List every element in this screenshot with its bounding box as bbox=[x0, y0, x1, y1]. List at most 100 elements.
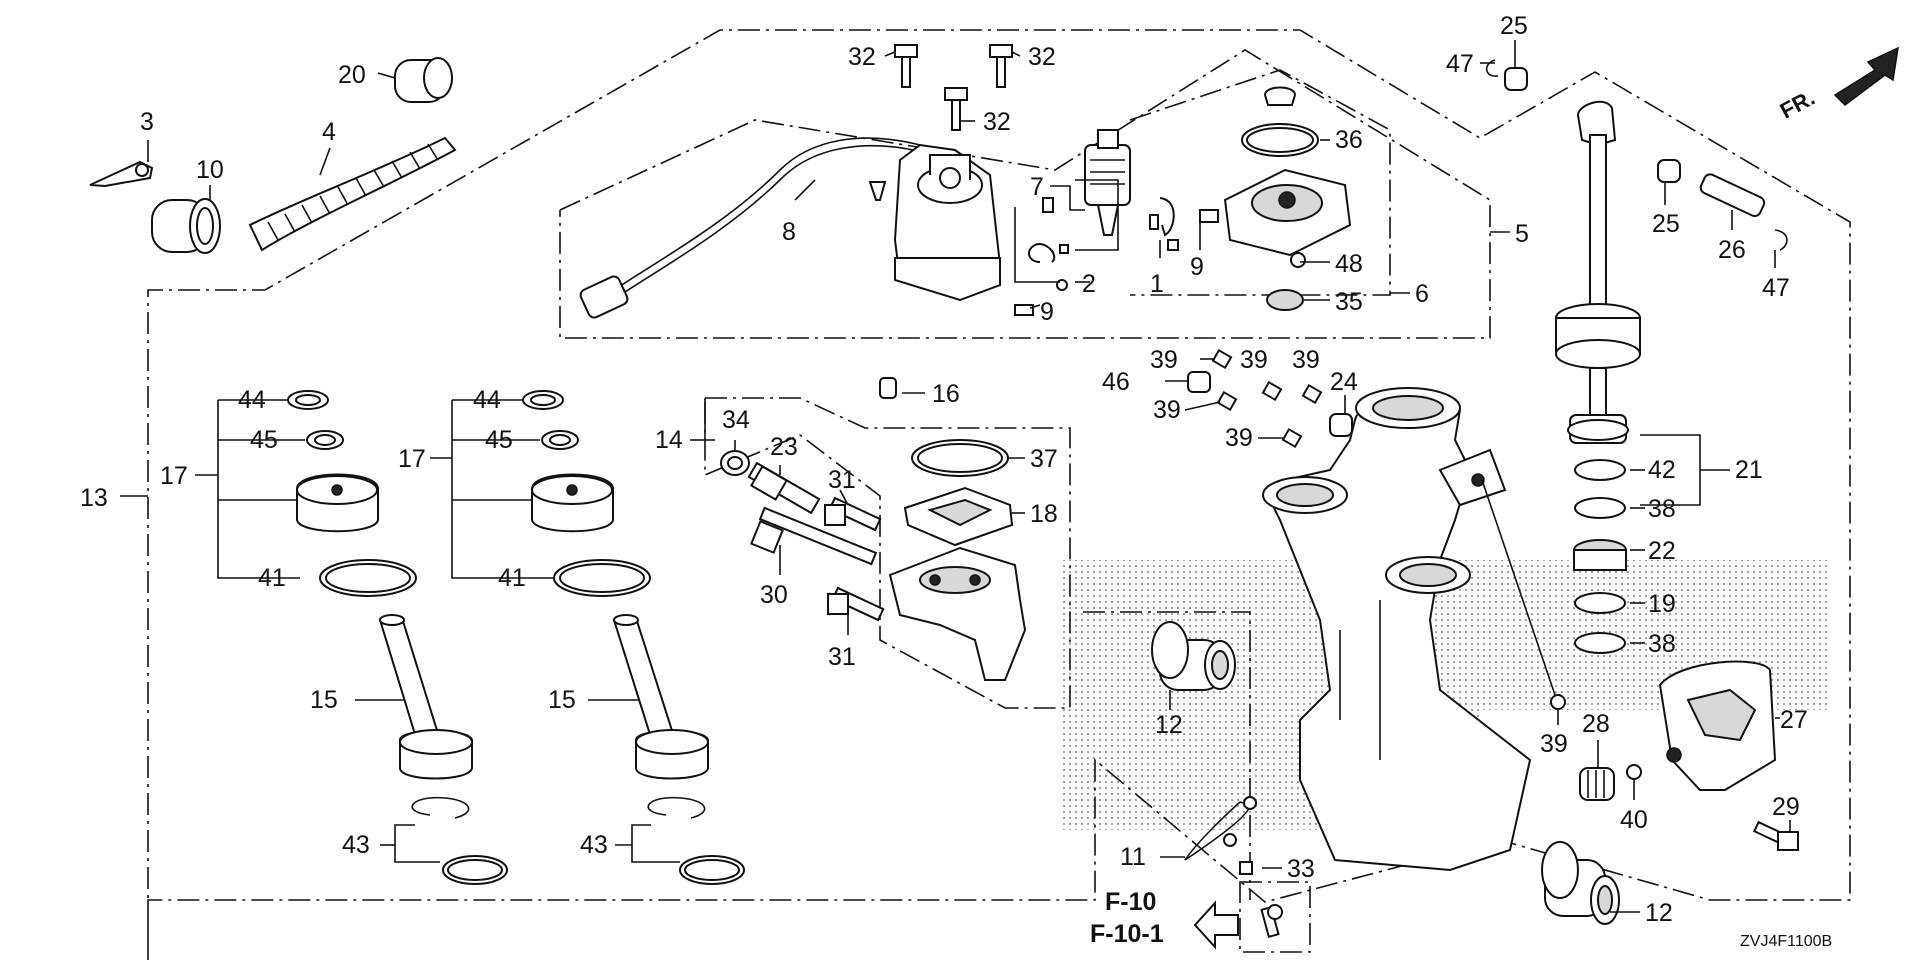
callout-2: 2 bbox=[1082, 270, 1096, 298]
callout-20: 20 bbox=[338, 61, 366, 89]
callout-8: 8 bbox=[782, 218, 796, 246]
direction-label: FR. bbox=[1776, 85, 1819, 124]
reference-f10: F-10 bbox=[1105, 888, 1156, 916]
callout-7: 7 bbox=[1030, 173, 1044, 201]
callout-31a: 31 bbox=[828, 466, 856, 494]
leader-lines bbox=[120, 40, 1791, 913]
callout-22: 22 bbox=[1648, 537, 1676, 565]
screw-near-8 bbox=[868, 181, 887, 201]
callout-6: 6 bbox=[1415, 280, 1429, 308]
assembly-f10-outline bbox=[1083, 611, 1251, 900]
manifold-part-6 bbox=[1223, 86, 1352, 311]
pump-parts-37-18 bbox=[888, 439, 1027, 681]
callout-18: 18 bbox=[1030, 500, 1058, 528]
callout-45a: 45 bbox=[250, 426, 278, 454]
callout-39b: 39 bbox=[1240, 346, 1268, 374]
callout-17b: 17 bbox=[398, 445, 426, 473]
clip-bushing-47-25 bbox=[1485, 59, 1788, 251]
callout-4: 4 bbox=[322, 118, 336, 146]
callout-46: 46 bbox=[1102, 368, 1130, 396]
bolts-part-31 bbox=[824, 496, 885, 622]
front-direction-arrow bbox=[1833, 46, 1899, 106]
callout-24: 24 bbox=[1330, 368, 1358, 396]
valve-part-23 bbox=[747, 461, 821, 515]
callout-15b: 15 bbox=[548, 686, 576, 714]
callout-39c: 39 bbox=[1292, 346, 1320, 374]
assembly-13-outline bbox=[147, 29, 1851, 960]
callout-32a: 32 bbox=[848, 43, 876, 71]
accumulator-right bbox=[522, 390, 745, 885]
callout-21: 21 bbox=[1735, 456, 1763, 484]
callout-11: 11 bbox=[1120, 843, 1146, 871]
callout-9a: 9 bbox=[1190, 253, 1204, 281]
callout-36: 36 bbox=[1335, 126, 1363, 154]
clip-part-16 bbox=[879, 377, 897, 399]
callout-14: 14 bbox=[655, 426, 683, 454]
callout-30: 30 bbox=[760, 581, 788, 609]
bolt-part-30 bbox=[750, 506, 878, 566]
cylinder-body bbox=[1262, 387, 1532, 872]
callout-41a: 41 bbox=[258, 564, 286, 592]
callout-48: 48 bbox=[1335, 250, 1363, 278]
callout-41b: 41 bbox=[498, 564, 526, 592]
callout-45b: 45 bbox=[485, 426, 513, 454]
clip-part-3 bbox=[89, 160, 154, 188]
callout-9b: 9 bbox=[1040, 298, 1054, 326]
callout-10: 10 bbox=[196, 156, 224, 184]
assembly-6-outline bbox=[1129, 69, 1391, 296]
callout-47b: 47 bbox=[1762, 274, 1790, 302]
callout-13: 13 bbox=[80, 484, 108, 512]
nuts-39-46-24 bbox=[1187, 348, 1566, 710]
callout-39a: 39 bbox=[1150, 346, 1178, 374]
callout-43b: 43 bbox=[580, 831, 608, 859]
assembly-5-outline bbox=[559, 49, 1491, 339]
washer-part-40 bbox=[1626, 764, 1642, 780]
reference-arrow-icon bbox=[1193, 900, 1239, 950]
callout-3: 3 bbox=[140, 108, 154, 136]
plug-part-12-lower bbox=[1541, 841, 1620, 925]
bolt-part-29 bbox=[1752, 820, 1799, 851]
cap-part-28 bbox=[1579, 767, 1615, 801]
callout-1: 1 bbox=[1150, 270, 1164, 298]
bolts-part-32 bbox=[894, 44, 1013, 131]
callout-26: 26 bbox=[1718, 236, 1746, 264]
callout-38a: 38 bbox=[1648, 495, 1676, 523]
callout-16: 16 bbox=[932, 380, 960, 408]
grommet-part-10 bbox=[151, 198, 221, 254]
callout-39d: 39 bbox=[1153, 396, 1181, 424]
callout-34: 34 bbox=[722, 406, 750, 434]
callout-32b: 32 bbox=[1028, 43, 1056, 71]
callout-12b: 12 bbox=[1645, 899, 1673, 927]
valve-part-7 bbox=[1084, 129, 1131, 236]
diagram-code: ZVJ4F1100B bbox=[1740, 933, 1832, 950]
callout-17a: 17 bbox=[160, 462, 188, 490]
strap-part-11 bbox=[1184, 796, 1257, 861]
callout-37: 37 bbox=[1030, 445, 1058, 473]
callout-31b: 31 bbox=[828, 643, 856, 671]
callout-25a: 25 bbox=[1500, 12, 1528, 40]
callout-43a: 43 bbox=[342, 831, 370, 859]
callout-44a: 44 bbox=[238, 386, 266, 414]
callout-29: 29 bbox=[1772, 793, 1800, 821]
plug-part-12-upper bbox=[1151, 621, 1236, 691]
sensor-part-8 bbox=[579, 137, 1002, 319]
callout-25b: 25 bbox=[1652, 210, 1680, 238]
callout-40: 40 bbox=[1620, 806, 1648, 834]
callout-32c: 32 bbox=[983, 108, 1011, 136]
callout-44b: 44 bbox=[473, 386, 501, 414]
bolts-part-33 bbox=[1239, 861, 1283, 939]
corrugated-tube-part-4 bbox=[248, 136, 457, 252]
callout-39f: 39 bbox=[1540, 730, 1568, 758]
cover-part-27 bbox=[1658, 660, 1777, 791]
callout-35: 35 bbox=[1335, 288, 1363, 316]
accumulator-left bbox=[287, 390, 508, 885]
callout-12a: 12 bbox=[1155, 711, 1183, 739]
tilt-ram-assembly bbox=[1555, 100, 1641, 654]
assembly-14-outline bbox=[704, 397, 1071, 709]
callout-28: 28 bbox=[1582, 710, 1610, 738]
callout-47a: 47 bbox=[1446, 50, 1474, 78]
callout-5: 5 bbox=[1515, 220, 1529, 248]
callout-42: 42 bbox=[1648, 456, 1676, 484]
callout-labels: 3 10 4 20 32 32 32 8 7 2 1 9 9 5 36 48 3… bbox=[80, 12, 1832, 950]
